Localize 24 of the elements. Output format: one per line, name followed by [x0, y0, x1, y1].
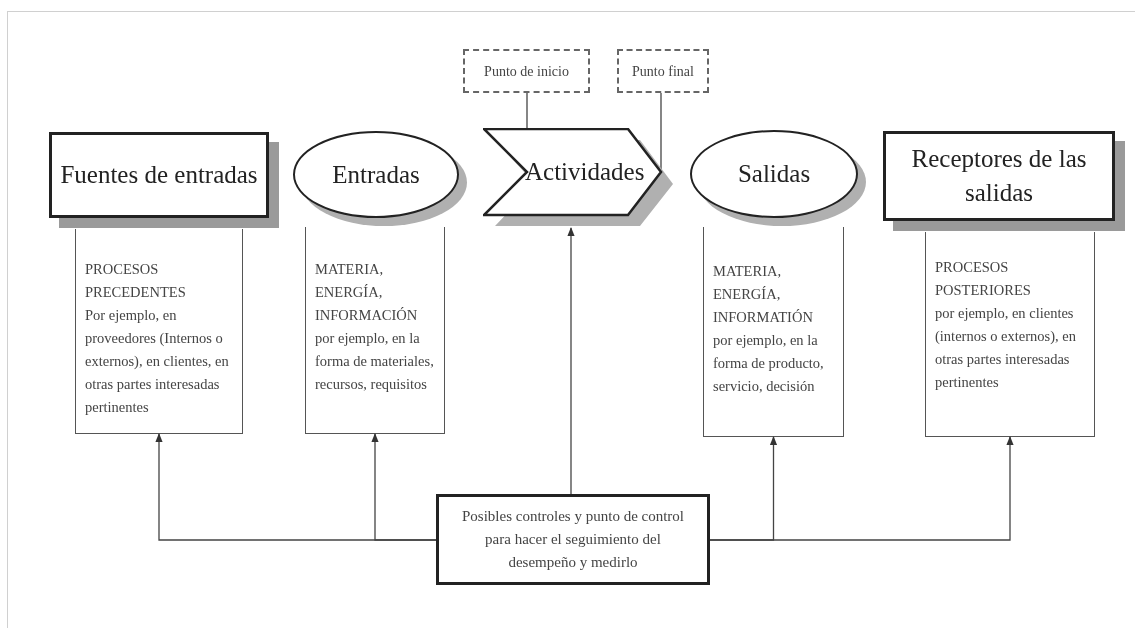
arrow: [709, 436, 1014, 541]
control-text: Posibles controles y punto de control para hacer el seguimiento del desempeño y medirlo: [460, 507, 686, 572]
description-text: por ejemplo, en la forma de materiales, recursos, requisitos: [315, 329, 435, 394]
dashed-box: [617, 49, 709, 93]
control-box: [436, 494, 710, 585]
description-text: por ejemplo, en la forma de producto, servicio, decisión: [713, 331, 825, 396]
description-box: [925, 232, 1095, 437]
description-box: [703, 227, 844, 437]
description-box: [305, 227, 445, 434]
description-text: por ejemplo, en clientes (internos o externos), en otras partes interesadas pertinentes: [935, 304, 1077, 392]
box-label: Punto final: [632, 62, 694, 81]
ellipse-title: Salidas: [737, 159, 811, 190]
box-title: Fuentes de entradas: [60, 160, 258, 190]
arrow: [567, 227, 575, 495]
box-label: Punto de inicio: [484, 62, 569, 81]
description-text: Por ejemplo, en proveedores (Internos o externos), en clientes, en otras partes interesadas pertinentes: [85, 306, 230, 417]
ellipse-title: Entradas: [332, 159, 420, 190]
arrow: [371, 433, 437, 541]
chevron-title: Actividades: [525, 157, 645, 188]
description-box: [75, 229, 243, 434]
description-heading: PROCESOS PRECEDENTES: [85, 260, 187, 302]
leader-line: [526, 92, 528, 129]
dashed-box: [463, 49, 590, 93]
box-title: Receptores de las salidas: [910, 144, 1088, 208]
